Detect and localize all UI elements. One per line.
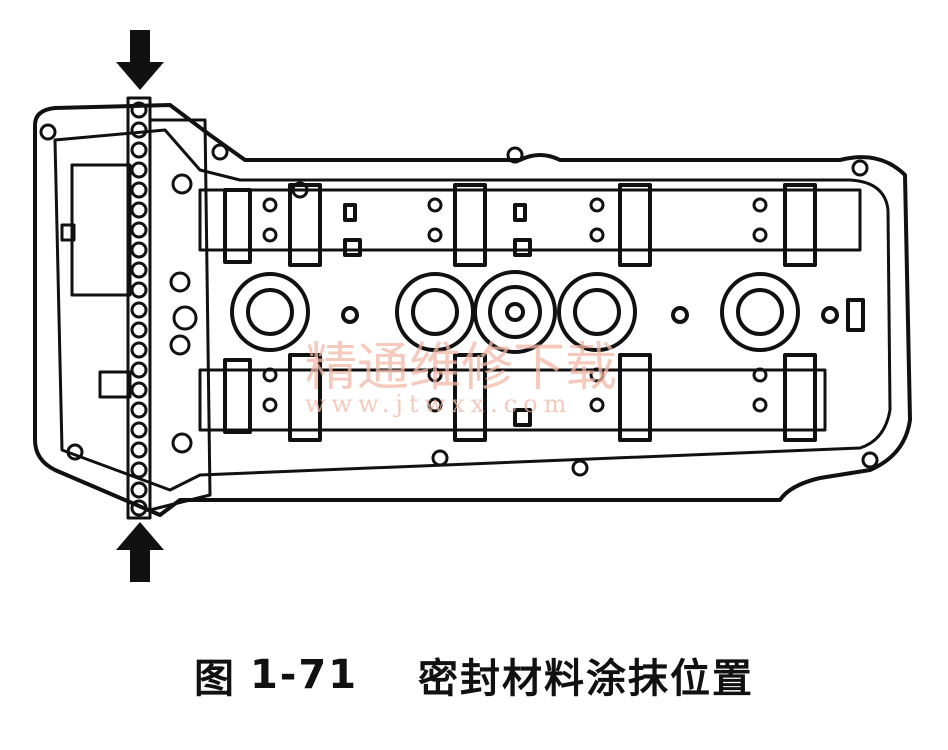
figure-number: 1-71 (249, 652, 359, 698)
spark-plug-holes (230, 270, 865, 354)
arrow-down-icon (116, 30, 164, 90)
sealant-bead (126, 96, 152, 520)
figure-label: 图 (193, 656, 236, 702)
exhaust-camshaft (198, 353, 827, 442)
cylinder-head-diagram: 精通维修下载 www.jtwxx.com (33, 30, 912, 582)
intake-camshaft (198, 183, 862, 267)
arrow-up-icon (116, 522, 164, 582)
timing-cover (70, 163, 132, 297)
bolt-holes (39, 123, 879, 477)
head-outer-outline (33, 103, 912, 517)
figure-title: 密封材料涂抹位置 (418, 656, 755, 702)
cam-cap-bolts (262, 197, 768, 413)
figure-caption: 图 1-71 密封材料涂抹位置 (0, 640, 948, 710)
watermark-url: www.jtwxx.com (305, 390, 572, 418)
head-inner-outline (53, 128, 892, 492)
watermark-chinese: 精通维修下载 (305, 338, 617, 398)
